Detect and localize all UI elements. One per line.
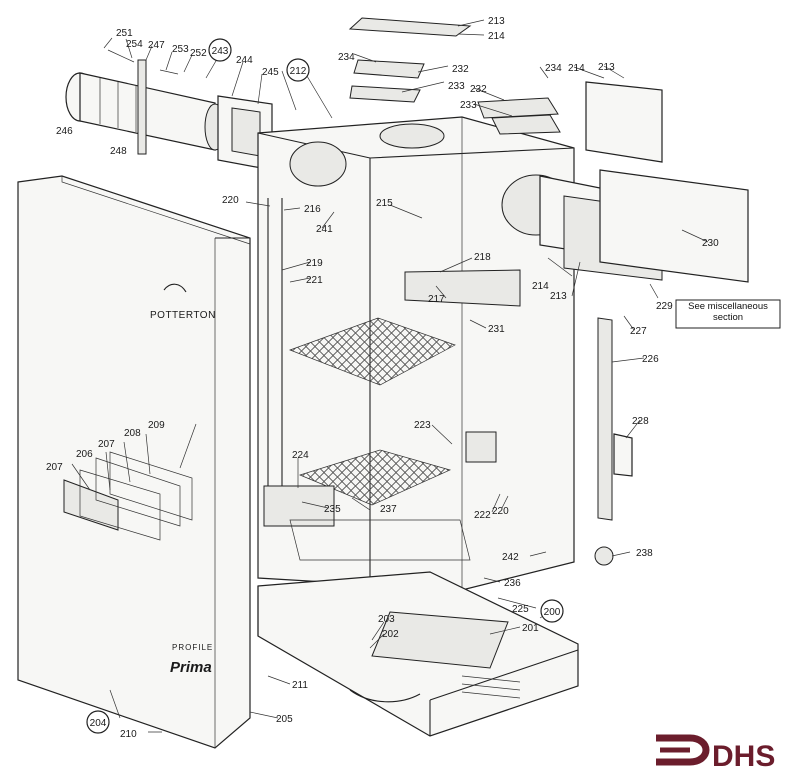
callout-label-circled: 200: [544, 607, 561, 618]
callout-label: 254: [126, 39, 143, 50]
callout-label: 234: [545, 63, 562, 74]
callout-label: 236: [504, 578, 521, 589]
flue-duct-assembly: [65, 49, 273, 171]
callout-label: 252: [190, 48, 207, 59]
callout-label: 246: [56, 126, 73, 137]
callout-label: 213: [598, 62, 615, 73]
model-line1: PROFILE: [172, 643, 213, 652]
boiler-casing: [257, 116, 575, 591]
callout-label: 217: [428, 294, 445, 305]
callout-label: 229: [656, 301, 673, 312]
right-side-parts: [348, 17, 749, 566]
callout-label: 235: [324, 504, 341, 515]
callout-label: 207: [46, 462, 63, 473]
callout-label: 216: [304, 204, 321, 215]
callout-label-circled: 204: [90, 718, 107, 729]
callout-label: 219: [306, 258, 323, 269]
callout-label: 228: [632, 416, 649, 427]
callout-label: 238: [636, 548, 653, 559]
callout-label: 213: [488, 16, 505, 27]
callout-label: 226: [642, 354, 659, 365]
callout-label: 220: [222, 195, 239, 206]
callout-label-circled: 243: [212, 46, 229, 57]
callout-label: 207: [98, 439, 115, 450]
callout-label: 214: [568, 63, 585, 74]
callout-label: 251: [116, 28, 133, 39]
callout-label: 237: [380, 504, 397, 515]
callout-label: 230: [702, 238, 719, 249]
callout-label: 247: [148, 40, 165, 51]
misc-note-box: See miscellaneous section: [675, 299, 781, 329]
misc-note-text: See miscellaneous section: [688, 301, 768, 323]
callout-label: 244: [236, 55, 253, 66]
callout-label: 224: [292, 450, 309, 461]
callout-label: 221: [306, 275, 323, 286]
callout-label: 210: [120, 729, 137, 740]
watermark-text: DHS: [712, 740, 775, 773]
dhs-logo-icon: [656, 734, 710, 766]
callout-label: 245: [262, 67, 279, 78]
callout-label: 206: [76, 449, 93, 460]
callout-label: 233: [448, 81, 465, 92]
callout-label: 202: [382, 629, 399, 640]
callout-label: 214: [532, 281, 549, 292]
callout-label: 232: [470, 84, 487, 95]
callout-label: 213: [550, 291, 567, 302]
callout-label: 220: [492, 506, 509, 517]
callout-label: 209: [148, 420, 165, 431]
callout-label: 208: [124, 428, 141, 439]
callout-label: 201: [522, 623, 539, 634]
callout-label: 203: [378, 614, 395, 625]
callout-label: 214: [488, 31, 505, 42]
callout-label-circled: 212: [290, 66, 307, 77]
callout-label: 225: [512, 604, 529, 615]
callout-label: 231: [488, 324, 505, 335]
dhs-watermark: DHS: [656, 734, 775, 773]
callout-label: 222: [474, 510, 491, 521]
callout-label: 227: [630, 326, 647, 337]
panel-branding: POTTERTON PROFILE Prima: [150, 310, 216, 676]
callout-label: 223: [414, 420, 431, 431]
callout-label: 218: [474, 252, 491, 263]
model-line2: Prima: [170, 659, 212, 676]
callout-label: 248: [110, 146, 127, 157]
callout-label: 234: [338, 52, 355, 63]
callout-label: 232: [452, 64, 469, 75]
callout-label: 242: [502, 552, 519, 563]
callout-label: 211: [292, 680, 308, 691]
potterton-logo-text: POTTERTON: [150, 310, 216, 321]
callout-labels: 251 254 247 253 252 243 244 245 246 248 …: [46, 16, 719, 740]
callout-label: 233: [460, 100, 477, 111]
callout-label: 241: [316, 224, 333, 235]
leader-lines: [71, 19, 709, 733]
callout-label: 253: [172, 44, 189, 55]
callout-label: 215: [376, 198, 393, 209]
callout-label: 205: [276, 714, 293, 725]
front-panel: [17, 175, 251, 749]
base-tray: [257, 571, 579, 737]
